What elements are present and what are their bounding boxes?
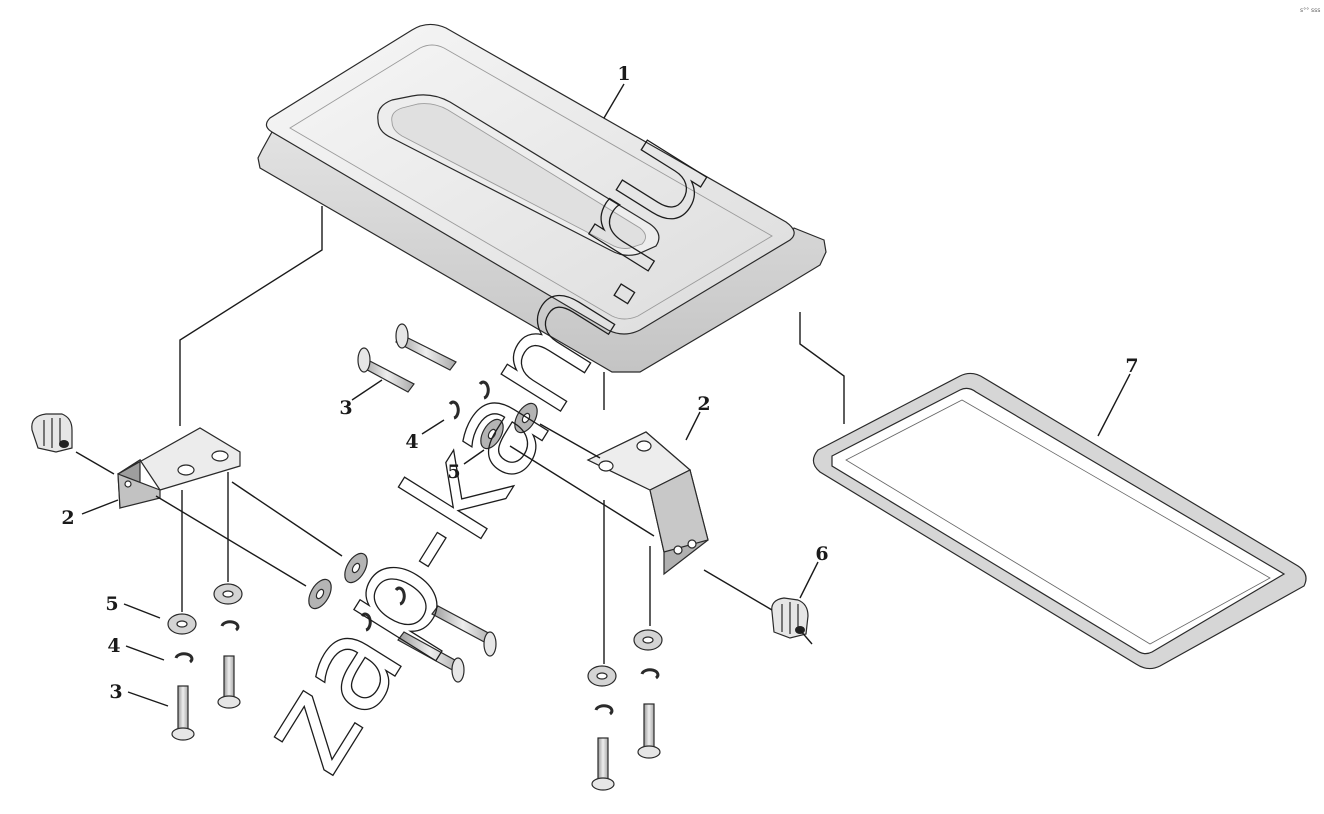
part-bolts xyxy=(171,323,661,791)
callout-5-upper: 5 xyxy=(447,461,460,483)
callout-3-lower: 3 xyxy=(109,681,122,703)
part-bracket-right xyxy=(586,431,709,576)
callout-2-left: 2 xyxy=(61,507,74,529)
callout-3-upper: 3 xyxy=(339,397,352,419)
part-seal-gasket xyxy=(812,372,1307,670)
callout-6: 6 xyxy=(815,543,828,565)
assembly-lines xyxy=(75,206,845,664)
callout-7: 7 xyxy=(1125,355,1138,377)
callout-2-right: 2 xyxy=(697,393,710,415)
callout-4-upper: 4 xyxy=(405,431,418,453)
corner-note: s°° sss xyxy=(1300,7,1320,14)
callout-labels: 1 7 2 2 3 4 5 5 4 3 6 xyxy=(61,63,1138,703)
part-flat-washers xyxy=(167,402,663,687)
callout-4-lower: 4 xyxy=(107,635,120,657)
part-clip-left xyxy=(31,413,73,453)
part-spring-washers xyxy=(174,380,660,716)
callout-1: 1 xyxy=(617,63,630,85)
leader-lines xyxy=(81,83,1131,707)
callout-5-lower: 5 xyxy=(105,593,118,615)
part-cover-lid xyxy=(257,23,827,373)
part-bracket-left xyxy=(117,427,241,510)
part-clip-right xyxy=(771,597,809,639)
